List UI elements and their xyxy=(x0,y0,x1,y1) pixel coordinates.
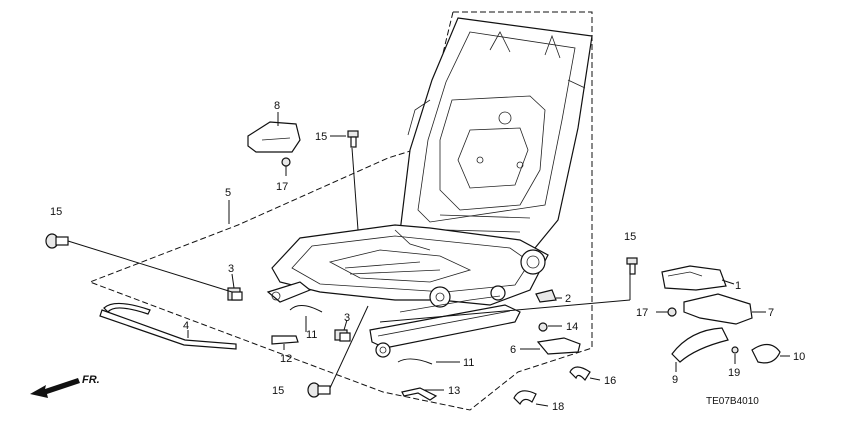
cap-part-10 xyxy=(751,343,781,364)
callout-17: 17 xyxy=(636,307,648,319)
bolt-part-14 xyxy=(538,322,548,332)
bracket-part-13 xyxy=(401,387,438,401)
seat-slide-rails xyxy=(266,281,521,358)
clip-part-3 xyxy=(227,287,351,342)
clip-part-12 xyxy=(271,335,299,345)
callout-10: 10 xyxy=(793,351,805,363)
callout-1: 1 xyxy=(735,280,741,292)
assembly-outline xyxy=(88,11,593,411)
callout-11: 11 xyxy=(306,329,317,341)
callout-15: 15 xyxy=(624,231,636,243)
front-direction-label: FR. xyxy=(82,374,100,386)
callout-15: 15 xyxy=(315,131,327,143)
callout-4: 4 xyxy=(183,320,189,332)
diagram-code: TE07B4010 xyxy=(706,396,759,407)
bolt-part-15 xyxy=(45,130,638,398)
callout-12: 12 xyxy=(280,353,292,365)
seat-back-frame xyxy=(399,17,593,249)
callout-13: 13 xyxy=(448,385,460,397)
wire-part-11 xyxy=(289,305,433,365)
callout-labels: 1 2 3 3 4 5 6 7 8 9 10 11 11 12 13 14 15… xyxy=(50,100,805,413)
leader-lines xyxy=(67,112,790,407)
lever-part-9 xyxy=(671,327,729,363)
front-direction-arrow: FR. xyxy=(30,374,100,398)
trim-part-7 xyxy=(683,293,753,325)
bracket-part-6 xyxy=(536,337,581,355)
callout-11: 11 xyxy=(463,357,474,369)
callout-14: 14 xyxy=(566,321,578,333)
callout-7: 7 xyxy=(768,307,774,319)
callout-15: 15 xyxy=(272,385,284,397)
callout-6: 6 xyxy=(510,344,516,356)
clip-part-17 xyxy=(667,307,677,317)
callout-16: 16 xyxy=(604,375,616,387)
callout-5: 5 xyxy=(225,187,231,199)
towel-bar xyxy=(99,302,237,350)
knob-part-2 xyxy=(535,289,557,303)
callout-18: 18 xyxy=(552,401,564,413)
callout-9: 9 xyxy=(672,374,678,386)
clamp-part-18 xyxy=(513,390,537,406)
callout-2: 2 xyxy=(565,293,571,305)
callout-15: 15 xyxy=(50,206,62,218)
trim-part-1 xyxy=(661,265,727,291)
callout-3: 3 xyxy=(344,312,350,324)
callout-19: 19 xyxy=(728,367,740,379)
screw-part-19 xyxy=(731,346,739,354)
cover-part-8 xyxy=(247,121,301,167)
callout-3: 3 xyxy=(228,263,234,275)
callout-8: 8 xyxy=(274,100,280,112)
clamp-part-16 xyxy=(569,366,591,382)
callout-17: 17 xyxy=(276,181,288,193)
